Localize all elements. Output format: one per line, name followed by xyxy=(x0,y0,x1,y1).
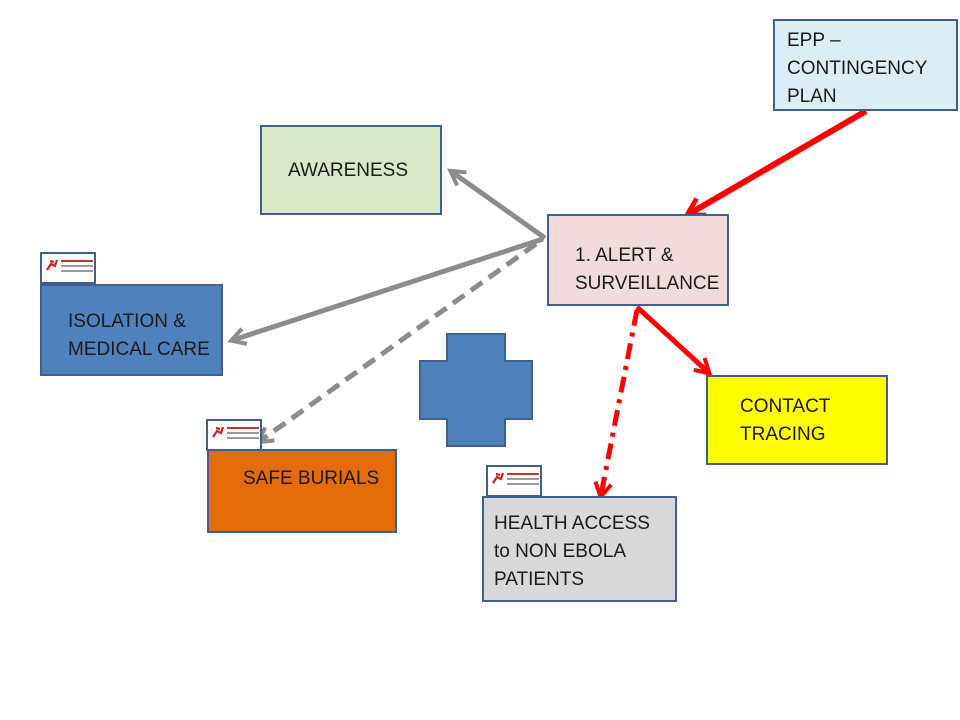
node-contact-tracing: CONTACT TRACING xyxy=(706,375,888,465)
node-isolation-label: ISOLATION & MEDICAL CARE xyxy=(68,311,210,360)
arrow-alert-to-isolation xyxy=(227,236,544,346)
node-epp-label: EPP – CONTINGENCY PLAN xyxy=(787,30,928,107)
msf-logo xyxy=(40,252,96,284)
node-safe-burials: SAFE BURIALS xyxy=(207,449,397,533)
node-alert-surveillance: 1. ALERT & SURVEILLANCE xyxy=(547,214,729,306)
node-burials-label: SAFE BURIALS xyxy=(243,468,380,489)
arrow-epp-to-alert xyxy=(682,108,868,218)
node-isolation-medical-care: ISOLATION & MEDICAL CARE xyxy=(40,284,223,376)
arrow-alert-to-awareness xyxy=(447,168,547,241)
node-awareness: AWARENESS xyxy=(260,125,442,215)
node-health-label: HEALTH ACCESS to NON EBOLA PATIENTS xyxy=(494,513,650,590)
node-contact-label: CONTACT TRACING xyxy=(740,396,831,445)
msf-runner-icon xyxy=(46,259,59,271)
medical-cross-icon xyxy=(419,333,533,447)
node-awareness-label: AWARENESS xyxy=(288,160,409,181)
node-epp-contingency-plan: EPP – CONTINGENCY PLAN xyxy=(773,19,958,111)
msf-logo xyxy=(206,419,262,451)
node-alert-label: 1. ALERT & SURVEILLANCE xyxy=(575,245,720,294)
node-health-access: HEALTH ACCESS to NON EBOLA PATIENTS xyxy=(482,496,677,602)
arrow-alert-to-contact xyxy=(635,305,713,377)
arrow-alert-to-burials xyxy=(255,241,538,445)
msf-logo xyxy=(486,465,542,497)
msf-runner-icon xyxy=(492,472,505,484)
msf-runner-icon xyxy=(212,426,225,438)
arrow-alert-to-health xyxy=(593,309,640,501)
